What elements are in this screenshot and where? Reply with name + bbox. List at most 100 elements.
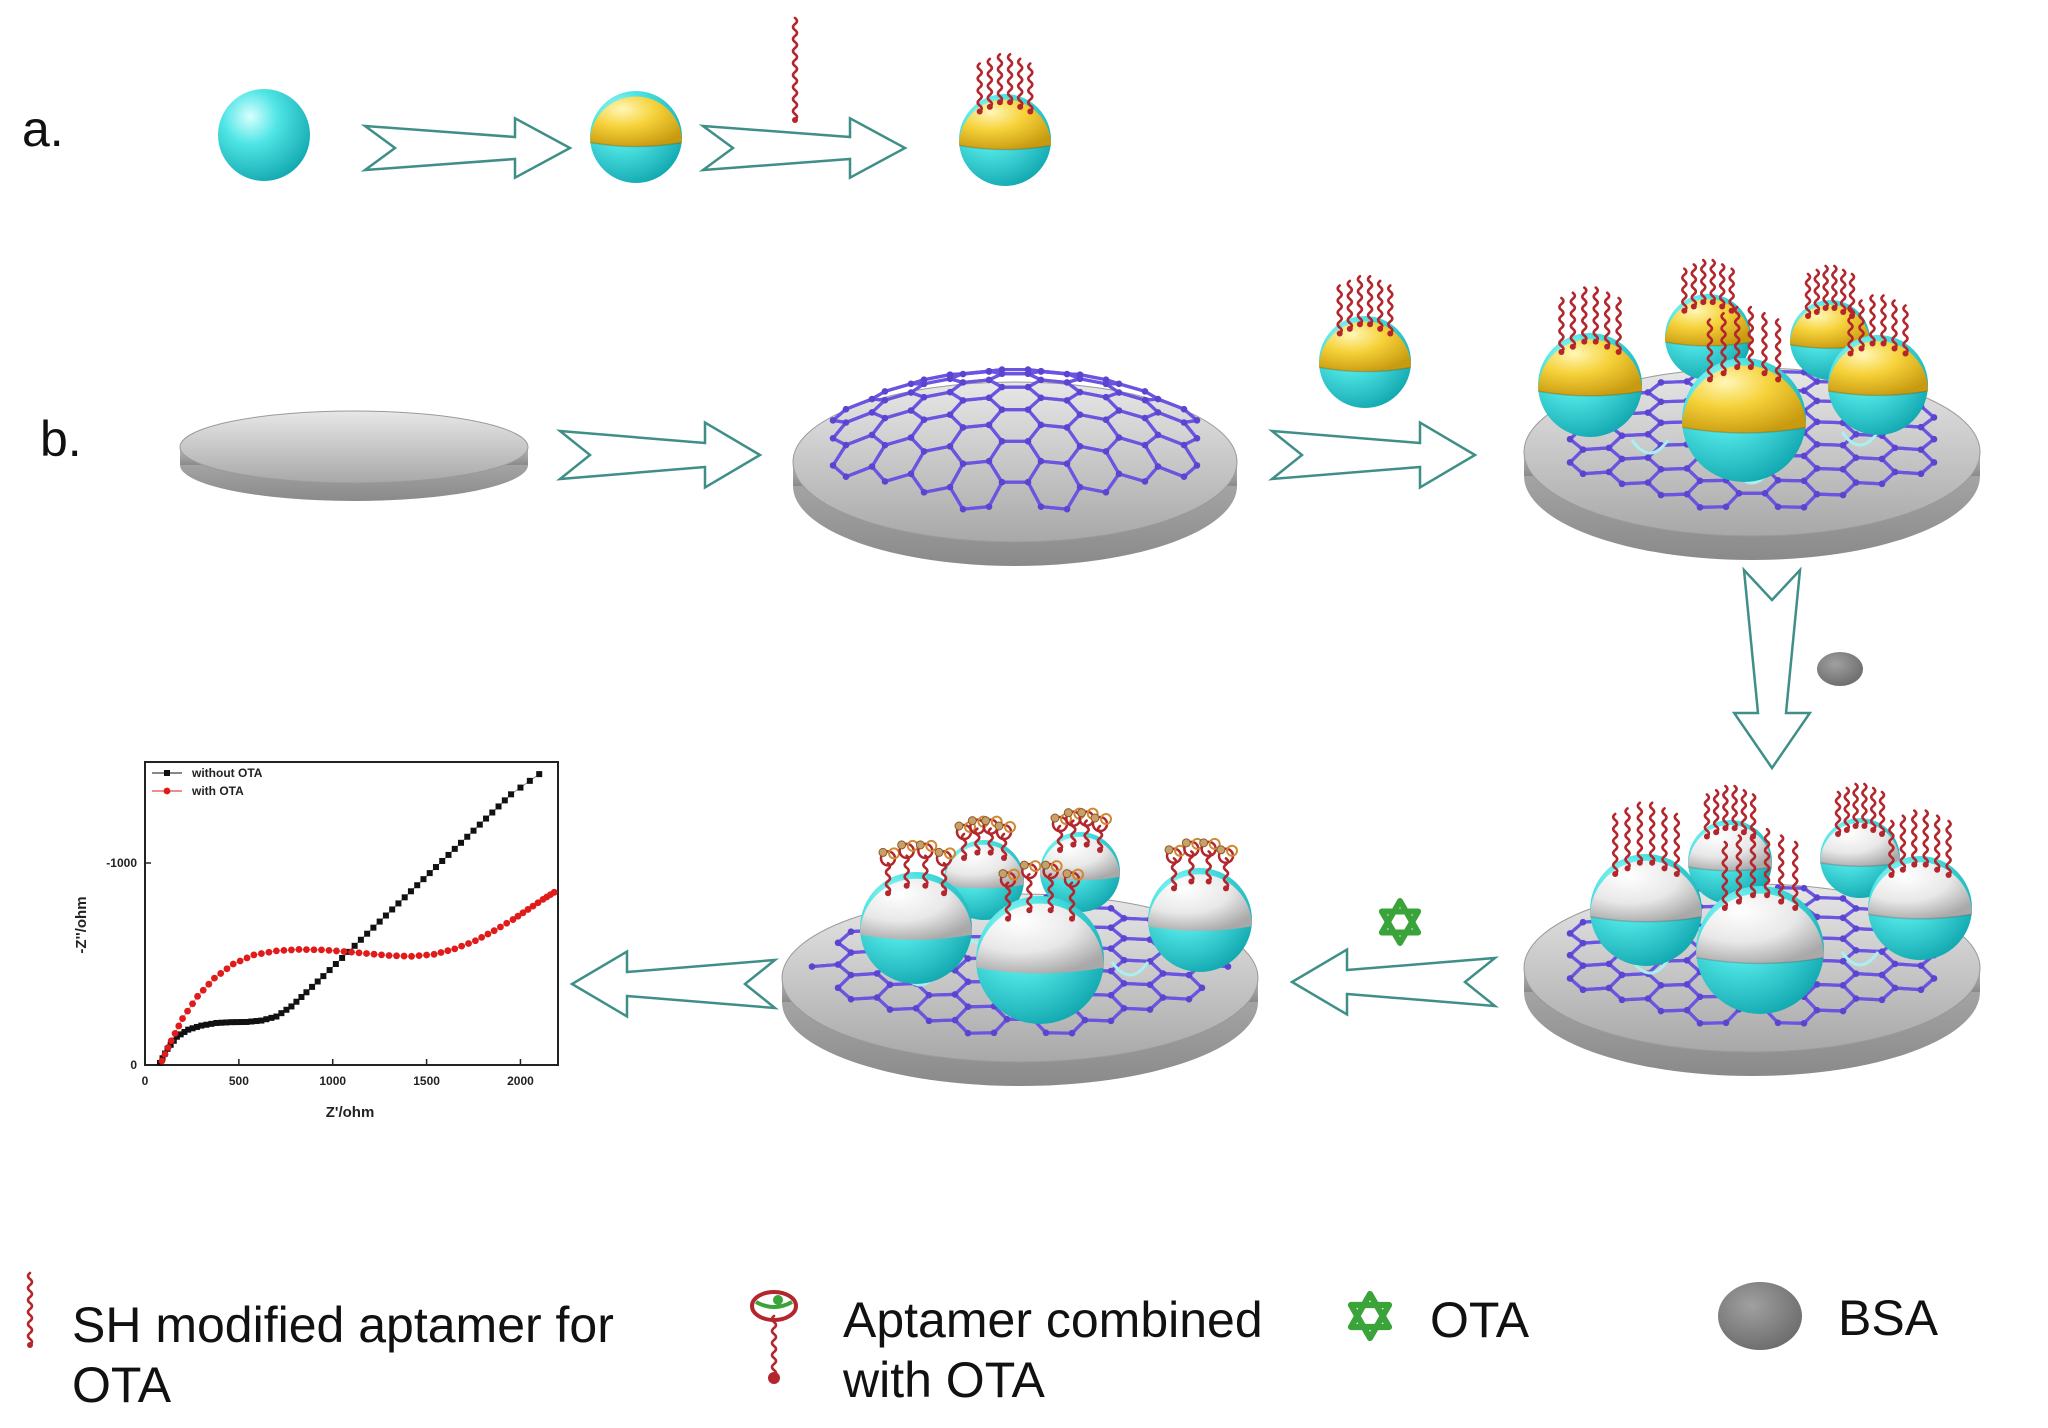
data-point (465, 940, 472, 947)
electrode-with-spheres (1523, 258, 1981, 560)
data-point (175, 1022, 183, 1030)
step-label-b: b. (40, 411, 82, 467)
data-point (451, 845, 458, 852)
graphene-electrode (792, 366, 1238, 566)
data-point (179, 1015, 186, 1022)
data-point (376, 918, 383, 925)
data-point (483, 815, 490, 822)
data-point (357, 936, 364, 943)
data-point (233, 1019, 240, 1026)
data-point (395, 900, 402, 907)
data-point (451, 945, 459, 953)
data-point (339, 954, 346, 961)
data-point (445, 851, 452, 858)
data-point (280, 946, 288, 954)
bsa-icon (1817, 652, 1863, 686)
data-point (550, 888, 558, 896)
data-point (236, 957, 244, 965)
data-point (189, 1000, 196, 1008)
data-point (503, 919, 511, 927)
data-point (273, 947, 280, 955)
data-point (458, 839, 465, 846)
data-point (517, 784, 524, 791)
data-point (332, 961, 339, 967)
data-point (167, 1037, 175, 1045)
data-point (303, 989, 310, 996)
legend-entry: with OTA (191, 784, 244, 798)
janus-sphere (590, 91, 682, 183)
x-tick-label: 1500 (413, 1074, 440, 1088)
data-point (385, 952, 393, 959)
data-point (268, 1014, 275, 1021)
arrow-right (698, 116, 908, 180)
data-point (497, 923, 504, 931)
arrow-right (360, 116, 573, 180)
arrow-right (1268, 420, 1478, 490)
data-point (437, 949, 445, 956)
data-point (370, 924, 377, 931)
data-point (164, 1044, 172, 1051)
data-point (198, 1022, 205, 1029)
data-point (348, 948, 355, 956)
data-point (217, 970, 225, 977)
data-point (476, 821, 483, 828)
data-point (243, 1018, 250, 1025)
data-point (400, 952, 408, 960)
x-tick-label: 1000 (319, 1074, 346, 1088)
data-point (514, 912, 522, 920)
data-point (489, 809, 496, 816)
data-point (415, 952, 423, 960)
data-point (199, 986, 207, 994)
data-point (185, 1026, 192, 1033)
legend-combined-text: Aptamer combined with OTA (843, 1290, 1303, 1410)
data-point (223, 1019, 230, 1026)
data-point (205, 980, 213, 988)
data-point (194, 992, 201, 1000)
data-point (519, 909, 527, 917)
data-point (161, 1050, 169, 1058)
data-point (501, 797, 508, 804)
data-point (508, 791, 515, 798)
data-point (314, 978, 321, 985)
data-point (193, 1023, 200, 1030)
data-point (526, 777, 533, 784)
data-point (326, 967, 333, 974)
data-point (293, 998, 300, 1005)
data-point (228, 1019, 235, 1026)
legend-aptamer-text: SH modified aptamer for OTA (72, 1295, 712, 1415)
data-point (218, 1019, 225, 1026)
legend-combined-line1: Aptamer combined (843, 1292, 1263, 1348)
data-point (298, 993, 305, 1000)
x-tick-label: 500 (229, 1074, 249, 1088)
aptamer-strand-icon (791, 16, 799, 123)
data-point (495, 803, 502, 810)
data-point (423, 951, 430, 959)
data-point (408, 952, 415, 960)
data-point (250, 951, 258, 959)
plot-frame (144, 761, 559, 1066)
ota-bound-electrode (781, 807, 1259, 1086)
data-point (223, 965, 231, 973)
data-point (401, 894, 408, 901)
row-a (218, 16, 1051, 186)
data-point (536, 771, 543, 778)
data-point (389, 906, 396, 913)
legend-combined-line2: with OTA (843, 1352, 1045, 1408)
data-point (229, 960, 237, 968)
data-point (208, 1020, 215, 1027)
data-point (355, 949, 363, 957)
data-point (238, 1019, 245, 1026)
aptamer-modified-sphere (959, 53, 1051, 186)
data-point (370, 950, 378, 958)
bsa-blocked-electrode (1523, 782, 1981, 1076)
data-point (458, 942, 466, 950)
data-point (420, 876, 427, 883)
arrow-down (1731, 566, 1813, 771)
data-point (283, 1006, 290, 1013)
legend-ota-text: OTA (1430, 1292, 1530, 1348)
arrow-left (1289, 947, 1499, 1017)
bare-electrode-disc (179, 410, 529, 501)
data-point (295, 946, 303, 953)
